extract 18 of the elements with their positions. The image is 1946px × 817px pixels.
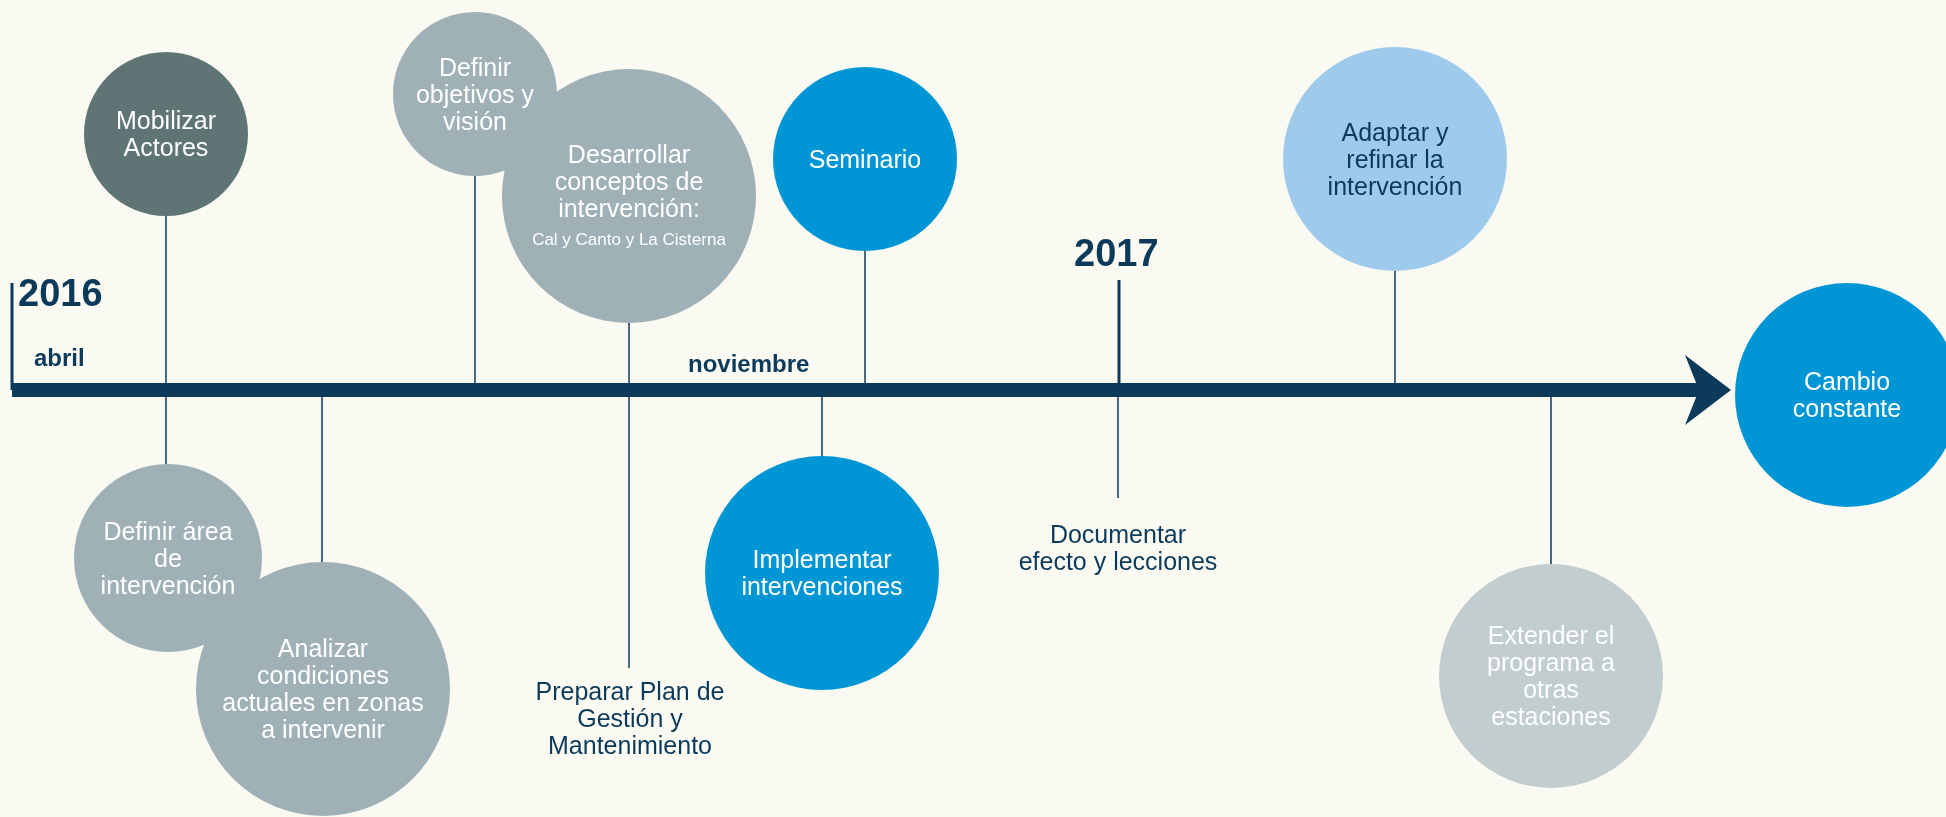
- year-label: 2016: [18, 272, 103, 315]
- milestone-text: Desarrollar conceptos de intervención:: [553, 141, 705, 223]
- milestone-text: Implementar intervenciones: [740, 546, 904, 600]
- milestone-text: Definir objetivos y visión: [415, 53, 535, 135]
- milestone-text: Definir área de intervención: [99, 517, 237, 599]
- milestone-text: Documentar efecto y lecciones: [1018, 521, 1218, 575]
- milestone-text: Adaptar y refinar la intervención: [1326, 118, 1464, 200]
- milestone-text: Mobilizar Actores: [115, 107, 217, 161]
- milestone-text: Seminario: [808, 145, 922, 173]
- milestone-text: Analizar condiciones actuales en zonas a intervenir: [221, 635, 425, 743]
- month-label: abril: [34, 344, 85, 372]
- milestone-text: Preparar Plan de Gestión y Mantenimiento: [534, 677, 726, 759]
- year-label: 2017: [1074, 232, 1159, 275]
- timeline-arrow: [12, 355, 1731, 425]
- milestone-text: Cambio constante: [1791, 368, 1903, 422]
- milestone-subtext: Cal y Canto y La Cisterna: [532, 230, 726, 251]
- milestone-text: Extender el programa a otras estaciones: [1486, 622, 1616, 730]
- month-label: noviembre: [688, 350, 810, 378]
